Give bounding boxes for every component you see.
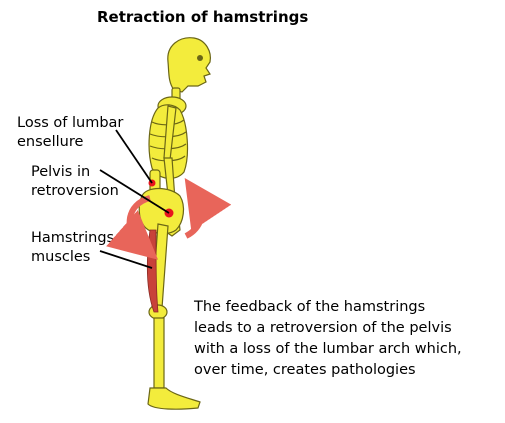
rotation-arrow-right bbox=[184, 178, 232, 239]
label-hamstrings-muscles: Hamstrings muscles bbox=[31, 229, 114, 267]
caption-line: The feedback of the hamstrings bbox=[194, 299, 426, 315]
diagram-title: Retraction of hamstrings bbox=[97, 8, 309, 26]
label-line: retroversion bbox=[31, 183, 119, 199]
caption: The feedback of the hamstrings leads to … bbox=[194, 297, 462, 381]
skull bbox=[167, 37, 211, 93]
rotation-arrow-left bbox=[106, 195, 159, 260]
caption-line: over time, creates pathologies bbox=[194, 362, 416, 378]
leader-line-lumbar bbox=[115, 129, 153, 184]
caption-line: leads to a retroversion of the pelvis bbox=[194, 320, 452, 336]
caption-line: with a loss of the lumbar arch which, bbox=[194, 341, 462, 357]
label-line: muscles bbox=[31, 249, 91, 265]
hamstring-muscle bbox=[146, 229, 159, 313]
label-line: Loss of lumbar bbox=[17, 115, 124, 131]
leader-line-hamstrings bbox=[99, 250, 153, 269]
leader-line-pelvis bbox=[99, 169, 170, 214]
tibia bbox=[153, 317, 165, 389]
label-pelvis-in-retroversion: Pelvis in retroversion bbox=[31, 163, 119, 201]
skeleton-figure bbox=[138, 37, 211, 410]
label-line: Hamstrings bbox=[31, 230, 115, 246]
label-line: Pelvis in bbox=[31, 164, 91, 180]
label-loss-of-lumbar-ensellure: Loss of lumbar ensellure bbox=[17, 114, 123, 152]
foot bbox=[147, 387, 201, 410]
label-line: ensellure bbox=[17, 134, 84, 150]
eye-socket bbox=[197, 55, 203, 61]
